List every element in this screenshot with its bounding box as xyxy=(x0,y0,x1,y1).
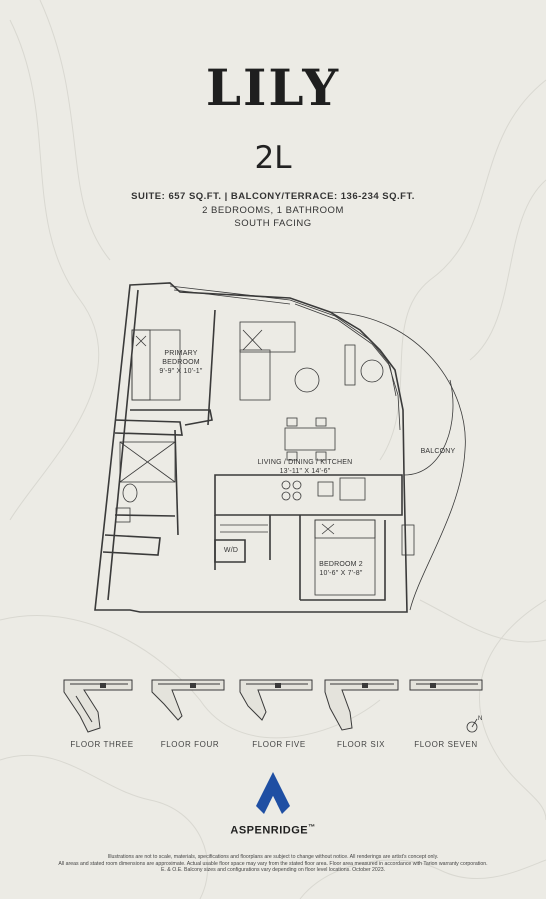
brand-logotype: LILY xyxy=(205,58,341,117)
key-plan-floor-six xyxy=(324,679,399,731)
key-plan-label-floor-three: FLOOR THREE xyxy=(70,740,134,749)
key-plan-label-floor-seven: FLOOR SEVEN xyxy=(414,740,478,749)
disclaimer-line-3: E. & O.E. Balcony sizes and configuratio… xyxy=(160,867,386,874)
disclaimer-line-1: Illustrations are not to scale, material… xyxy=(107,854,439,860)
key-plan-label-floor-five: FLOOR FIVE xyxy=(252,740,306,749)
developer-wordmark: ASPENRIDGE™ xyxy=(0,824,546,837)
key-plan-label-floor-six: FLOOR SIX xyxy=(336,740,386,749)
primary-bedroom-size: 9'-9" X 10'-1" xyxy=(159,368,203,375)
primary-bedroom-name: PRIMARY xyxy=(164,350,198,357)
key-plan-floor-four xyxy=(151,679,225,721)
living-name: LIVING / DINING / KITCHEN xyxy=(257,459,353,466)
unit-title: 2L xyxy=(254,140,292,176)
disclaimer-line-2: All areas and stated room dimensions are… xyxy=(58,860,488,867)
living-size: 13'-11" X 14'-6" xyxy=(279,468,331,475)
primary-bedroom-label: PRIMARY BEDROOM 9'-9" X 10'-1" xyxy=(146,349,216,376)
balcony-label: BALCONY xyxy=(420,448,456,455)
bedroom2-size: 10'-6" X 7'-8" xyxy=(319,570,363,577)
key-plan-floor-seven xyxy=(409,679,483,691)
exposure: SOUTH FACING xyxy=(234,218,312,229)
living-label: LIVING / DINING / KITCHEN 13'-11" X 14'-… xyxy=(250,458,360,476)
trademark-mark: ™ xyxy=(308,824,316,831)
floor-plan-drawing xyxy=(94,282,466,613)
area-summary: SUITE: 657 SQ.FT. | BALCONY/TERRACE: 136… xyxy=(131,191,415,202)
laundry-label: W/D xyxy=(223,547,239,554)
developer-name: ASPENRIDGE xyxy=(230,824,309,837)
room-count: 2 BEDROOMS, 1 BATHROOM xyxy=(202,205,344,216)
key-plan-label-floor-four: FLOOR FOUR xyxy=(160,740,220,749)
key-plan-floor-three xyxy=(63,679,133,733)
bedroom2-label: BEDROOM 2 10'-6" X 7'-8" xyxy=(311,560,371,578)
legal-disclaimer: Illustrations are not to scale, material… xyxy=(40,854,506,874)
aspenridge-logo-icon xyxy=(256,772,290,814)
north-arrow-label: N xyxy=(478,716,482,722)
north-arrow-icon: N xyxy=(466,716,482,733)
primary-bedroom-name-2: BEDROOM xyxy=(162,359,200,366)
bedroom2-name: BEDROOM 2 xyxy=(319,561,363,568)
key-plan-strip: N xyxy=(63,679,483,733)
